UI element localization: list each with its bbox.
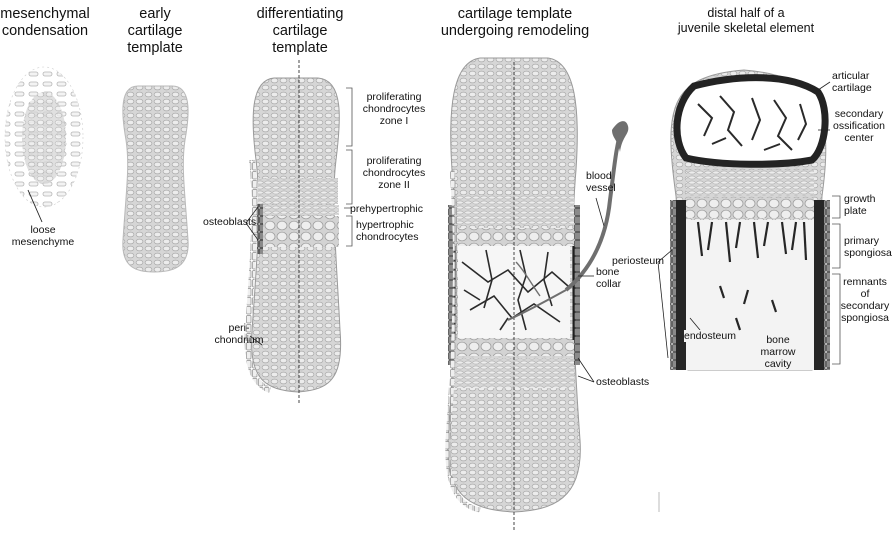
label-hypertrophic-chondrocytes: hypertrophic chondrocytes [356, 219, 418, 243]
label-growth-plate: growth plate [844, 193, 876, 217]
title-juvenile-skeletal-element: distal half of a juvenile skeletal eleme… [656, 6, 836, 36]
label-remnants-secondary-spongiosa: remnants of secondary spongiosa [836, 276, 894, 324]
label-secondary-ossification-center: secondary ossification center [826, 108, 892, 144]
juvenile-skeletal-element [658, 70, 840, 512]
label-loose-mesenchyme: loose mesenchyme [8, 224, 78, 248]
label-osteoblasts-left: osteoblasts [203, 216, 256, 228]
label-bone-collar: bone collar [596, 266, 621, 290]
label-periosteum: periosteum [612, 255, 664, 267]
label-bone-marrow-cavity: bone marrow cavity [754, 334, 802, 370]
title-differentiating-cartilage-template: differentiating cartilage template [244, 6, 356, 57]
label-osteoblasts-right: osteoblasts [596, 376, 649, 388]
mesenchymal-condensation [5, 67, 83, 222]
title-early-cartilage-template: early cartilage template [118, 6, 192, 57]
label-perichondrium: peri- chondrium [214, 322, 264, 346]
title-mesenchymal-condensation: mesenchymal condensation [0, 6, 90, 40]
label-proliferating-zone-2: proliferating chondrocytes zone II [354, 155, 434, 191]
label-primary-spongiosa: primary spongiosa [844, 235, 892, 259]
remodeling-cartilage-template [448, 58, 629, 530]
label-blood-vessel: blood vessel [586, 170, 616, 194]
label-proliferating-zone-1: proliferating chondrocytes zone I [354, 91, 434, 127]
label-articular-cartilage: articular cartilage [832, 70, 872, 94]
title-cartilage-template-remodeling: cartilage template undergoing remodeling [430, 6, 600, 40]
label-endosteum: endosteum [684, 330, 736, 342]
differentiating-cartilage-template [246, 60, 352, 404]
early-cartilage-template [123, 86, 188, 272]
label-prehypertrophic: prehypertrophic [350, 203, 423, 215]
